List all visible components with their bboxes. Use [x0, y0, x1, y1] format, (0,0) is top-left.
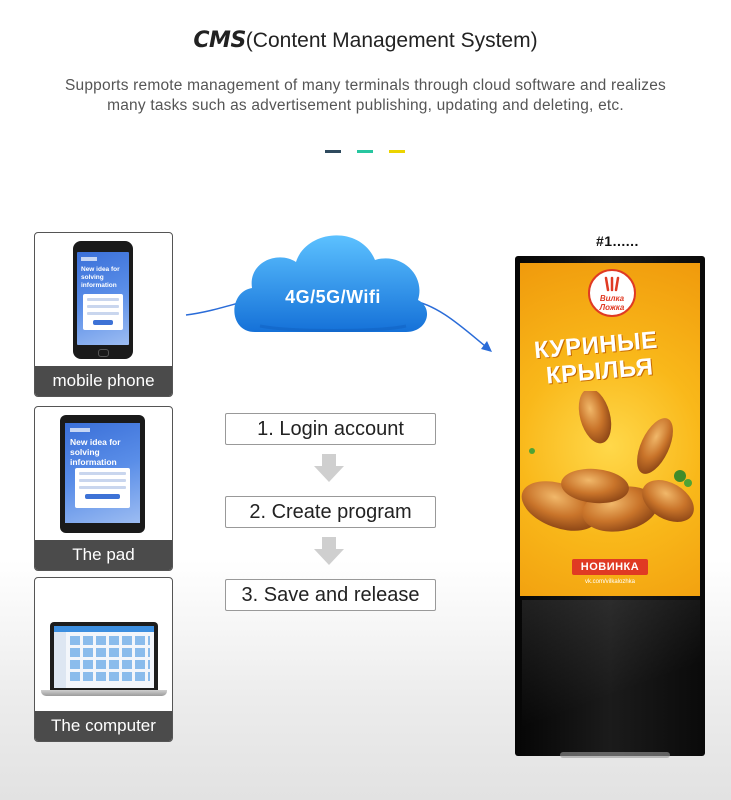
fork-spoon-icon: [604, 276, 620, 292]
step-save-release: 3. Save and release: [225, 579, 436, 611]
cloud-label: 4G/5G/Wifi: [285, 287, 381, 307]
down-arrow-icon: [314, 537, 344, 565]
brand-name: Вилка Ложка: [599, 294, 625, 312]
device-label: The computer: [35, 711, 172, 741]
page-title: CMS(Content Management System): [0, 28, 731, 53]
device-card-pad: New idea for solving information The pad: [34, 406, 173, 571]
tablet-screen: New idea for solving information: [65, 423, 140, 523]
device-label: mobile phone: [35, 366, 172, 396]
phone-screen: New idea for solving information: [77, 252, 129, 345]
divider-dash-1: [325, 150, 341, 153]
logo-bar: [81, 257, 97, 261]
login-form: [75, 468, 130, 508]
laptop-screen: [54, 626, 154, 688]
kiosk-screen: Вилка Ложка КУРИНЫЕ КРЫЛЬЯ НОВИНКА vk.co…: [520, 263, 700, 596]
kiosk-id-label: #1......: [596, 233, 639, 249]
page-description: Supports remote management of many termi…: [65, 77, 666, 114]
tablet-illustration: New idea for solving information: [60, 415, 145, 533]
divider-dash-2: [357, 150, 373, 153]
phone-illustration: New idea for solving information: [73, 241, 133, 359]
laptop-base: [41, 690, 167, 696]
ad-link: vk.com/vilkalozhka: [584, 579, 635, 585]
login-form: [83, 294, 123, 330]
step-login: 1. Login account: [225, 413, 436, 445]
cloud-icon: [234, 235, 428, 332]
phone-screen-text: New idea for solving information: [81, 266, 120, 289]
laptop-illustration: [50, 622, 158, 690]
chicken-wings-image: [521, 391, 694, 532]
device-card-computer: The computer: [34, 577, 173, 742]
down-arrow-icon: [314, 454, 344, 482]
arrow-head-icon: [481, 341, 492, 352]
step-create-program: 2. Create program: [225, 496, 436, 528]
new-badge: НОВИНКА: [572, 559, 648, 575]
brand-logo: Вилка Ложка: [588, 269, 636, 317]
kiosk-reflection: [522, 600, 700, 750]
title-abbr: CMS: [193, 28, 246, 53]
kiosk-base: [560, 752, 670, 758]
title-full: (Content Management System): [245, 29, 538, 52]
divider-dash-3: [389, 150, 405, 153]
device-card-mobile: New idea for solving information mobile …: [34, 232, 173, 397]
tablet-screen-text: New idea for solving information: [70, 437, 121, 467]
home-button-icon: [98, 349, 109, 357]
device-label: The pad: [35, 540, 172, 570]
logo-bar: [70, 428, 90, 432]
